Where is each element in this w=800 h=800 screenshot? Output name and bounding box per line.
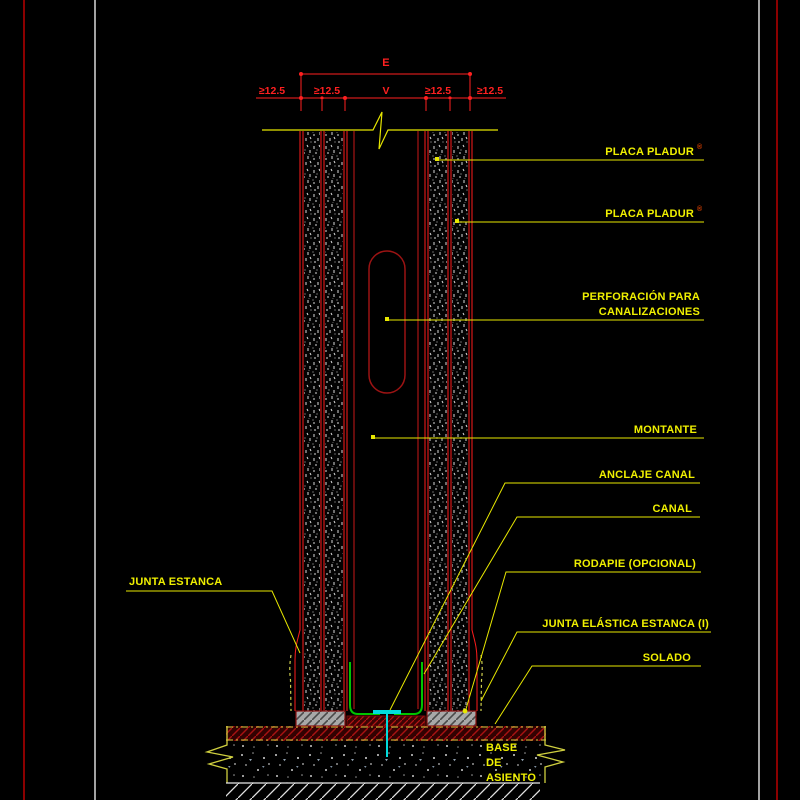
annotation-junta-elastica: JUNTA ELÁSTICA ESTANCA (I): [480, 617, 711, 702]
annotation-placa-pladur-2: PLACA PLADUR ®: [455, 205, 704, 223]
annotation-base-asiento: BASE DE ASIENTO: [486, 742, 536, 784]
label-anclaje-canal: ANCLAJE CANAL: [599, 469, 695, 481]
junta-estanca-bead-right: [480, 654, 483, 712]
label-base-line2: DE: [486, 757, 502, 769]
leader-rodapie: [465, 571, 701, 710]
dim-overall-label: E: [382, 57, 390, 69]
concrete-break-edge-right: [536, 726, 566, 783]
annotation-anclaje-canal: ANCLAJE CANAL: [389, 469, 700, 711]
leader-marker-2: [455, 219, 459, 223]
montante-web-lines: [353, 131, 419, 709]
annotation-junta-estanca: JUNTA ESTANCA: [126, 576, 301, 654]
annotations-right: PLACA PLADUR ® PLACA PLADUR ® PERFORACIÓ…: [371, 143, 711, 725]
dim-board-3: ≥12.5: [425, 85, 451, 97]
label-junta-estanca: JUNTA ESTANCA: [129, 576, 222, 588]
annotation-montante: MONTANTE: [371, 424, 704, 439]
label-rodapie: RODAPIE (OPCIONAL): [574, 558, 696, 570]
label-placa-pladur-1: PLACA PLADUR: [605, 146, 694, 158]
canal-profile: [349, 662, 423, 715]
dimension-tick-dots: [299, 72, 472, 100]
label-solado: SOLADO: [643, 652, 692, 664]
label-perforacion-line1: PERFORACIÓN PARA: [582, 290, 700, 303]
label-perforacion-line2: CANALIZACIONES: [599, 306, 700, 318]
leader-marker-1: [435, 157, 439, 161]
dimension-group: E ≥12.5 ≥12.5 V ≥12.5 ≥12.5: [256, 57, 506, 111]
label-placa-pladur-2: PLACA PLADUR: [605, 208, 694, 220]
label-base-line1: BASE: [486, 742, 517, 754]
wall-board-outlines: [294, 131, 478, 711]
label-montante: MONTANTE: [634, 424, 697, 436]
annotation-perforacion: PERFORACIÓN PARA CANALIZACIONES: [385, 290, 704, 321]
annotation-rodapie: RODAPIE (OPCIONAL): [462, 558, 701, 714]
wall-section: [289, 131, 483, 712]
dim-board-1: ≥12.5: [259, 85, 285, 97]
break-line-top: [262, 111, 498, 150]
wall-panel-outer-right: [452, 132, 468, 711]
wall-panel-inner-left: [325, 132, 343, 711]
perforation-capsule: [368, 250, 406, 394]
wall-panel-outer-left: [304, 132, 320, 711]
label-canal: CANAL: [653, 503, 693, 515]
rodapie-right: [426, 710, 477, 727]
registered-mark-1: ®: [697, 143, 703, 151]
wall-panel-inner-right: [429, 132, 447, 711]
label-base-line3: ASIENTO: [486, 772, 536, 784]
registered-mark-2: ®: [697, 205, 703, 213]
leader-marker-perforacion: [385, 317, 389, 321]
label-junta-elastica: JUNTA ELÁSTICA ESTANCA (I): [542, 617, 709, 630]
dim-cavity-label: V: [382, 85, 389, 97]
ground-hatch: [226, 783, 540, 800]
leader-dot-rodapie: [462, 708, 468, 714]
rodapie-left: [295, 710, 346, 727]
leader-canal: [423, 516, 700, 675]
dimension-lines: [256, 73, 506, 111]
base-hardware: [295, 662, 477, 757]
leader-junta-estanca: [126, 590, 301, 654]
leader-marker-montante: [371, 435, 375, 439]
sheet-frame: [23, 0, 778, 800]
dim-board-4: ≥12.5: [477, 85, 503, 97]
annotation-canal: CANAL: [423, 503, 700, 675]
annotation-placa-pladur-1: PLACA PLADUR ®: [435, 143, 704, 161]
concrete-break-edge-left: [204, 726, 234, 783]
leader-solado: [494, 665, 701, 725]
annotation-solado: SOLADO: [494, 652, 701, 725]
leader-junta-elastica: [480, 631, 711, 702]
junta-estanca-bead-left: [289, 654, 292, 712]
dim-board-2: ≥12.5: [314, 85, 340, 97]
leader-anclaje-canal: [389, 482, 700, 711]
